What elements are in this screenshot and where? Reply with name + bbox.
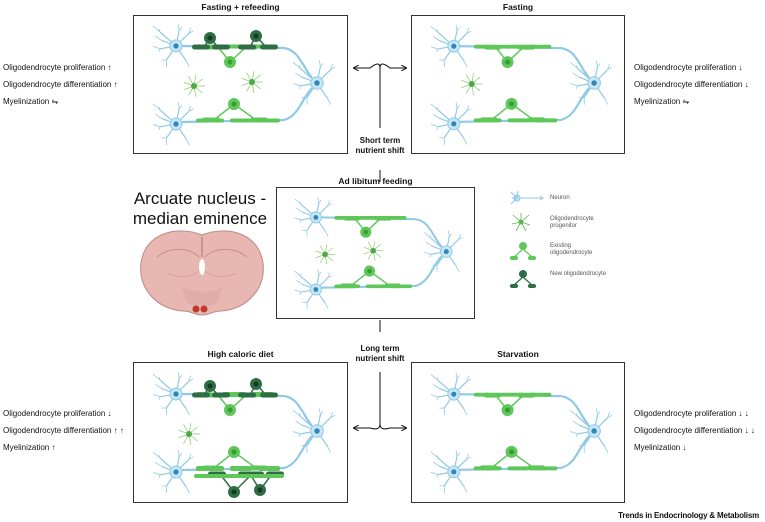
illustration-ad-libitum: [294, 197, 463, 310]
effect-line: Oligodendrocyte differentiation ↓: [634, 80, 749, 89]
myelin-sheath: [194, 474, 284, 478]
new-oligodendrocyte-icon: [238, 30, 278, 50]
oligodendrocyte-progenitor-icon: [363, 240, 384, 261]
axon: [459, 45, 591, 79]
axon: [459, 87, 590, 123]
illustration-fasting-refeeding: [152, 24, 336, 146]
myelin-sheath: [507, 118, 530, 123]
neuron-icon: [430, 102, 472, 145]
effect-line: Oligodendrocyte differentiation ↓ ↓: [634, 426, 755, 435]
legend-progenitor-icon: [511, 213, 531, 232]
illustration-starvation: [430, 372, 613, 493]
effect-line: Myelinization ↓: [634, 443, 687, 452]
existing-oligodendrocyte-icon: [479, 97, 546, 123]
oligodendrocyte-progenitor-icon: [183, 75, 205, 97]
legend-existing-oligo-icon: [510, 242, 536, 260]
oligodendrocyte-progenitor-icon: [461, 73, 483, 95]
axon: [181, 392, 313, 427]
effect-line: Oligodendrocyte proliferation ↓ ↓: [634, 409, 749, 418]
oligodendrocyte-progenitor-icon: [315, 244, 336, 265]
existing-oligodendrocyte-icon: [479, 445, 546, 471]
neuron-icon: [152, 372, 194, 416]
neuron-icon: [430, 24, 472, 68]
myelin-sheath: [499, 44, 524, 49]
neuron-icon: [152, 102, 194, 146]
oligodendrocyte-progenitor-icon: [178, 423, 200, 445]
myelin-sheath: [230, 118, 252, 123]
panel-title-fasting-refeeding: Fasting + refeeding: [201, 2, 280, 12]
arcuate-nucleus-right: [200, 305, 208, 313]
existing-oligodendrocyte-icon: [483, 392, 536, 417]
neuron-icon: [292, 408, 336, 453]
illustration-high-caloric: [152, 372, 336, 498]
effects-fasting: Oligodendrocyte proliferation ↓ Oligoden…: [634, 59, 749, 110]
legend-neuron-label: Neuron: [550, 195, 570, 201]
myelin-sheath: [365, 284, 387, 289]
myelin-sheath: [358, 216, 381, 220]
legend-new-oligo-icon: [510, 270, 536, 288]
neuron-icon: [152, 24, 194, 68]
legend-new-oligo-label: New oligodendrocyte: [550, 271, 607, 277]
new-oligodendrocyte-icon: [192, 380, 230, 398]
connector-top: [348, 63, 412, 182]
effect-line: Oligodendrocyte proliferation ↑: [3, 63, 112, 72]
axon: [181, 435, 313, 472]
neuron-icon: [430, 372, 472, 416]
region-label: Arcuate nucleus -median eminence: [132, 189, 268, 228]
existing-oligodendrocyte-icon: [202, 446, 268, 471]
effect-line: Myelinization ⇋: [3, 97, 59, 106]
neuron-icon: [570, 408, 613, 453]
legend-neuron-icon: [510, 190, 544, 205]
panel-title-ad-libitum: Ad libitum feeding: [338, 176, 413, 186]
new-oligodendrocyte-icon: [192, 32, 230, 50]
axon: [181, 44, 313, 79]
new-oligodendrocyte-icon: [238, 378, 278, 398]
effect-line: Myelinization ⇋: [634, 97, 690, 106]
neuron-icon: [570, 60, 613, 105]
existing-oligodendrocyte-icon: [202, 98, 268, 123]
myelin-sheath: [230, 466, 252, 471]
panel-title-high-caloric: High caloric diet: [207, 349, 274, 359]
existing-oligodendrocyte-icon: [343, 216, 392, 238]
panel-title-fasting: Fasting: [502, 2, 534, 12]
journal-credit: Trends in Endocrinology & Metabolism: [618, 511, 759, 520]
connector-bottom: [348, 320, 412, 434]
oligodendrocyte-progenitor-icon: [241, 71, 263, 93]
neuron-icon: [152, 450, 194, 494]
axon: [321, 216, 443, 248]
panel-title-starvation: Starvation: [497, 349, 539, 359]
neuron-icon: [292, 60, 336, 105]
arcuate-nucleus-left: [192, 305, 200, 313]
neuron-icon: [294, 197, 332, 237]
legend-existing-oligo-label: Existing oligodendrocyte: [550, 243, 593, 256]
existing-oligodendrocyte-icon: [339, 265, 401, 289]
brain-section-illustration: [140, 230, 264, 316]
existing-oligodendrocyte-icon: [483, 44, 536, 69]
effect-line: Oligodendrocyte proliferation ↓: [634, 63, 743, 72]
effects-starvation: Oligodendrocyte proliferation ↓ ↓ Oligod…: [634, 405, 755, 456]
effect-line: Oligodendrocyte differentiation ↑: [3, 80, 118, 89]
illustration-fasting: [430, 24, 613, 145]
axon: [321, 255, 443, 289]
effects-high-caloric: Oligodendrocyte proliferation ↓ Oligoden…: [3, 405, 124, 456]
effect-line: Oligodendrocyte proliferation ↓: [3, 409, 112, 418]
myelin-sheath: [499, 392, 524, 397]
effect-line: Oligodendrocyte differentiation ↑ ↑: [3, 426, 124, 435]
neuron-icon: [430, 450, 472, 493]
neuron-icon: [294, 269, 332, 310]
myelin-sheath: [507, 466, 530, 471]
axon: [459, 435, 590, 471]
neuron-icon: [424, 230, 463, 272]
effects-fasting-refeeding: Oligodendrocyte proliferation ↑ Oligoden…: [3, 59, 118, 110]
effect-line: Myelinization ↑: [3, 443, 56, 452]
axon: [181, 87, 313, 124]
axon: [459, 393, 591, 427]
legend-progenitor-label: Oligodendrocyte progenitor: [550, 216, 594, 229]
